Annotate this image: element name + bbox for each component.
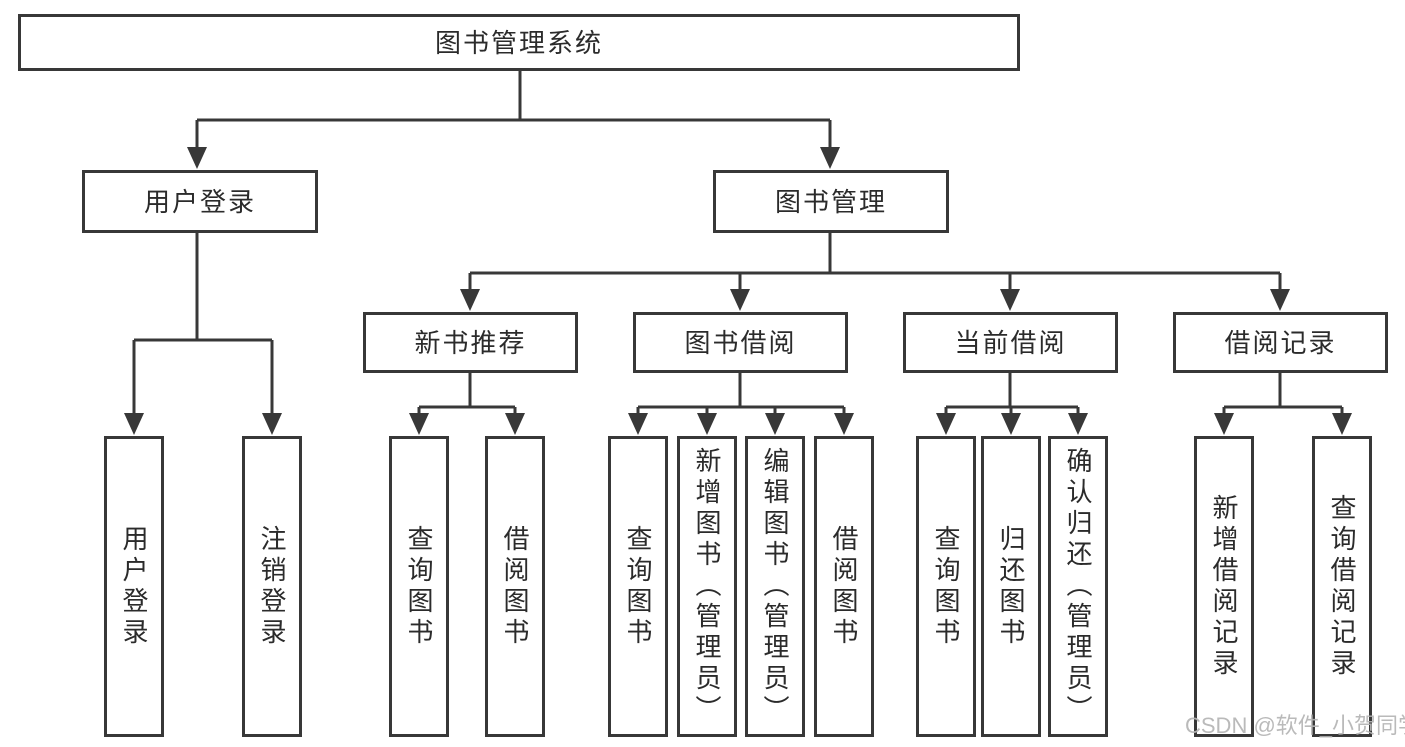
leaf-add-borrow-record: 新增借阅记录 [1194, 436, 1254, 737]
connector-user-login-children [132, 233, 274, 413]
connector-book-mgmt-sections [468, 233, 1282, 291]
node-label: 借阅图书 [500, 524, 530, 649]
node-label: 确认归还（管理员） [1063, 447, 1093, 726]
leaf-rec-borrow-books: 借阅图书 [485, 436, 545, 737]
node-label: 编辑图书（管理员） [760, 447, 790, 726]
node-label: 查询图书 [623, 524, 653, 649]
leaf-borrow-query-books: 查询图书 [608, 436, 668, 737]
node-label: 归还图书 [996, 524, 1026, 649]
arrowheads-level2 [187, 147, 840, 169]
arrowheads-book-mgmt-sections [460, 289, 1290, 311]
node-label: 借阅记录 [1224, 327, 1337, 358]
leaf-current-query-books: 查询图书 [916, 436, 976, 737]
node-label: 用户登录 [143, 186, 256, 217]
node-label: 新增借阅记录 [1209, 493, 1239, 680]
node-label: 用户登录 [119, 524, 149, 649]
node-new-book-recommendation: 新书推荐 [363, 312, 578, 373]
leaf-confirm-return-admin: 确认归还（管理员） [1048, 436, 1108, 737]
connector-current-borrow-children [944, 372, 1080, 413]
node-book-management: 图书管理 [713, 170, 949, 233]
leaf-rec-query-books: 查询图书 [389, 436, 449, 737]
node-label: 查询图书 [931, 524, 961, 649]
node-label: 新增图书（管理员） [692, 447, 722, 726]
node-borrowing-records: 借阅记录 [1173, 312, 1388, 373]
leaf-borrow-books: 借阅图书 [814, 436, 874, 737]
csdn-watermark: CSDN @软件_小贺同学 [1185, 713, 1405, 738]
node-user-login: 用户登录 [82, 170, 318, 233]
arrowheads-leaf-nodes [409, 413, 1352, 435]
node-label: 查询借阅记录 [1327, 493, 1357, 680]
leaf-user-login: 用户登录 [104, 436, 164, 737]
connector-root-to-level2 [195, 70, 832, 147]
leaf-edit-books-admin: 编辑图书（管理员） [745, 436, 805, 737]
node-label: 借阅图书 [829, 524, 859, 649]
node-label: 图书管理系统 [434, 27, 603, 58]
leaf-logout: 注销登录 [242, 436, 302, 737]
node-library-management-system: 图书管理系统 [18, 14, 1020, 71]
leaf-query-borrow-record: 查询借阅记录 [1312, 436, 1372, 737]
node-label: 注销登录 [257, 524, 287, 649]
node-book-borrowing: 图书借阅 [633, 312, 848, 373]
node-label: 新书推荐 [414, 327, 527, 358]
node-label: 查询图书 [404, 524, 434, 649]
connector-new-book-rec-children [417, 372, 517, 413]
leaf-return-books: 归还图书 [981, 436, 1041, 737]
node-current-borrowing: 当前借阅 [903, 312, 1118, 373]
arrowheads-user-login-children [124, 413, 282, 435]
connector-borrow-records-children [1222, 372, 1344, 413]
connector-book-borrow-children [636, 372, 846, 413]
node-label: 图书借阅 [684, 327, 797, 358]
leaf-add-books-admin: 新增图书（管理员） [677, 436, 737, 737]
node-label: 当前借阅 [954, 327, 1067, 358]
node-label: 图书管理 [774, 186, 887, 217]
